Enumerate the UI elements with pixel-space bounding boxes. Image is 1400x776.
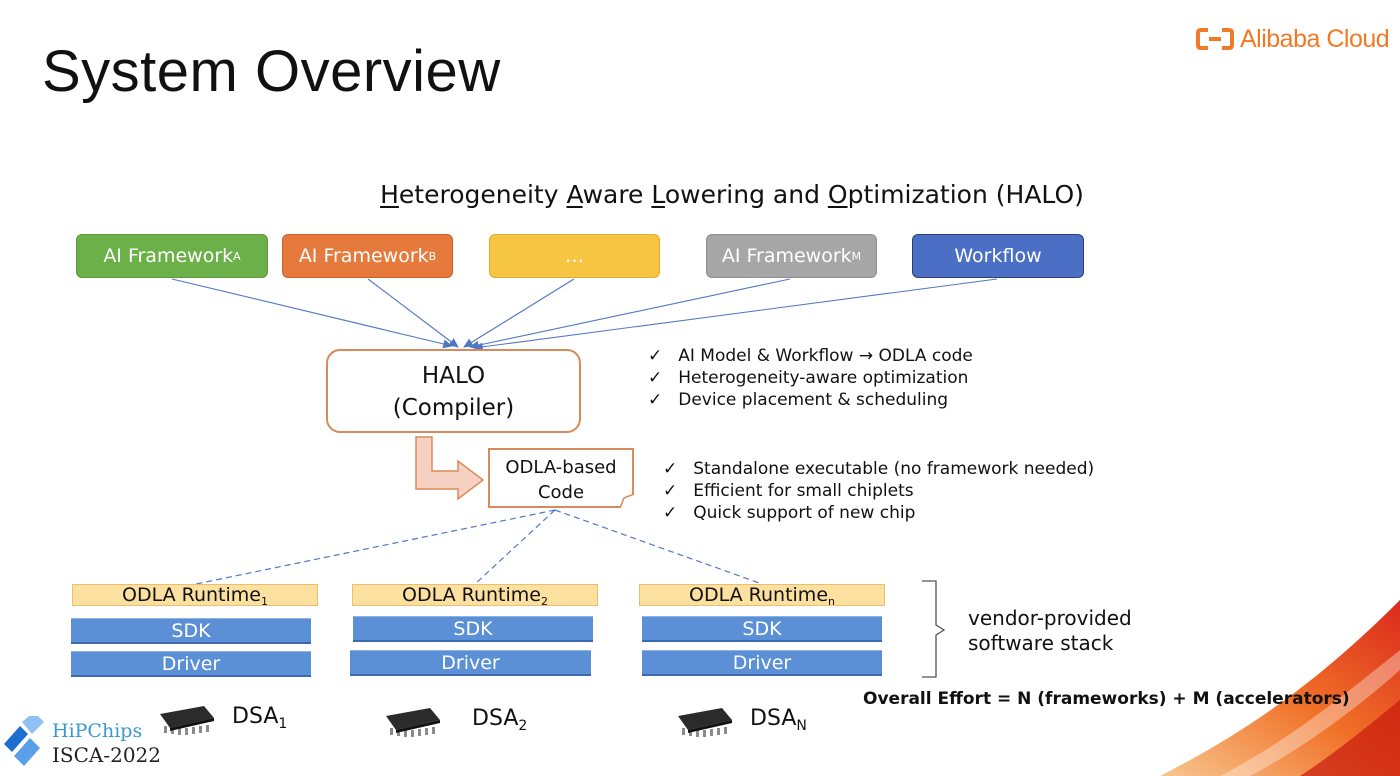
dsa-label: DSA1 <box>232 704 288 732</box>
heading-part-3: Lowering and <box>651 180 828 209</box>
hipchips-logo: HiPChips ISCA-2022 <box>0 716 161 772</box>
dsa-2: DSA2 <box>384 702 527 738</box>
chip-icon <box>678 708 732 737</box>
check-icon: ✓ <box>663 503 678 523</box>
checklist-item: ✓Efficient for small chiplets <box>663 481 914 501</box>
logo-text: Alibaba Cloud <box>1240 24 1390 53</box>
compile-arrow <box>415 436 485 501</box>
halo-box-line2: (Compiler) <box>392 395 515 421</box>
chip-icon <box>160 706 214 735</box>
sdk-layer-n: SDK <box>642 616 882 642</box>
halo-compiler-box: HALO (Compiler) <box>326 349 581 433</box>
hipchips-logo-icon <box>4 716 44 766</box>
arrow-framework-b <box>367 278 459 348</box>
vendor-brace <box>922 580 946 678</box>
check-icon: ✓ <box>663 459 678 479</box>
checklist-item: ✓Device placement & scheduling <box>648 390 949 410</box>
arrow-framework-a <box>171 278 454 349</box>
odla-runtime-2: ODLA Runtime2 <box>352 584 598 608</box>
halo-box-line1: HALO <box>421 363 486 389</box>
conference-name: HiPChips <box>52 720 143 742</box>
dashed-runtime-n <box>554 509 763 585</box>
halo-checklist: ✓AI Model & Workflow → ODLA code ✓Hetero… <box>648 345 973 411</box>
odla-checklist: ✓Standalone executable (no framework nee… <box>663 458 1094 524</box>
check-icon: ✓ <box>648 390 663 410</box>
odla-code-box: ODLA-based Code <box>488 448 634 508</box>
odla-code-line2: Code <box>537 482 585 503</box>
arrow-framework-m <box>468 278 791 350</box>
alibaba-cloud-logo-icon <box>1196 28 1234 50</box>
workflow-box: Workflow <box>912 234 1084 278</box>
sdk-layer-1: SDK <box>71 618 311 644</box>
odla-runtime-1: ODLA Runtime1 <box>72 584 318 608</box>
checklist-item: ✓Quick support of new chip <box>663 503 916 523</box>
chip-icon <box>386 708 440 737</box>
heading-part-4: Optimization (HALO) <box>827 180 1084 209</box>
sdk-layer-2: SDK <box>353 616 593 642</box>
check-icon: ✓ <box>648 346 663 366</box>
checklist-item: ✓Standalone executable (no framework nee… <box>663 459 1095 479</box>
heading-part-1: Heterogeneity <box>380 180 567 209</box>
dsa-n: DSAN <box>676 702 807 738</box>
conference-year: ISCA-2022 <box>52 743 162 767</box>
dsa-label: DSAN <box>750 706 807 734</box>
check-icon: ✓ <box>663 481 678 501</box>
framework-box-ellipsis: … <box>489 234 660 278</box>
alibaba-cloud-logo: Alibaba Cloud <box>1196 24 1390 54</box>
checklist-item: ✓Heterogeneity-aware optimization <box>648 368 969 388</box>
arrow-workflow <box>472 278 998 352</box>
odla-runtime-n: ODLA Runtimen <box>639 584 885 608</box>
dashed-runtime-2 <box>474 509 556 585</box>
dsa-label: DSA2 <box>472 706 528 734</box>
dashed-runtime-1 <box>195 509 556 585</box>
dsa-1: DSA1 <box>158 700 287 736</box>
driver-layer-1: Driver <box>71 651 311 677</box>
corner-swoosh-decoration <box>1160 600 1400 776</box>
driver-layer-2: Driver <box>350 650 591 676</box>
page-fold-icon <box>620 494 634 508</box>
driver-layer-n: Driver <box>642 650 882 676</box>
halo-heading: Heterogeneity Aware Lowering and Optimiz… <box>0 180 1400 209</box>
slide-title: System Overview <box>42 39 501 104</box>
heading-part-2: Aware <box>566 180 652 209</box>
check-icon: ✓ <box>648 368 663 388</box>
arrow-ellipsis <box>463 278 575 348</box>
vendor-stack-label: vendor-provided software stack <box>968 606 1132 655</box>
odla-code-line1: ODLA-based <box>505 457 617 478</box>
checklist-item: ✓AI Model & Workflow → ODLA code <box>648 346 973 366</box>
overall-effort-text: Overall Effort = N (frameworks) + M (acc… <box>863 689 1350 709</box>
